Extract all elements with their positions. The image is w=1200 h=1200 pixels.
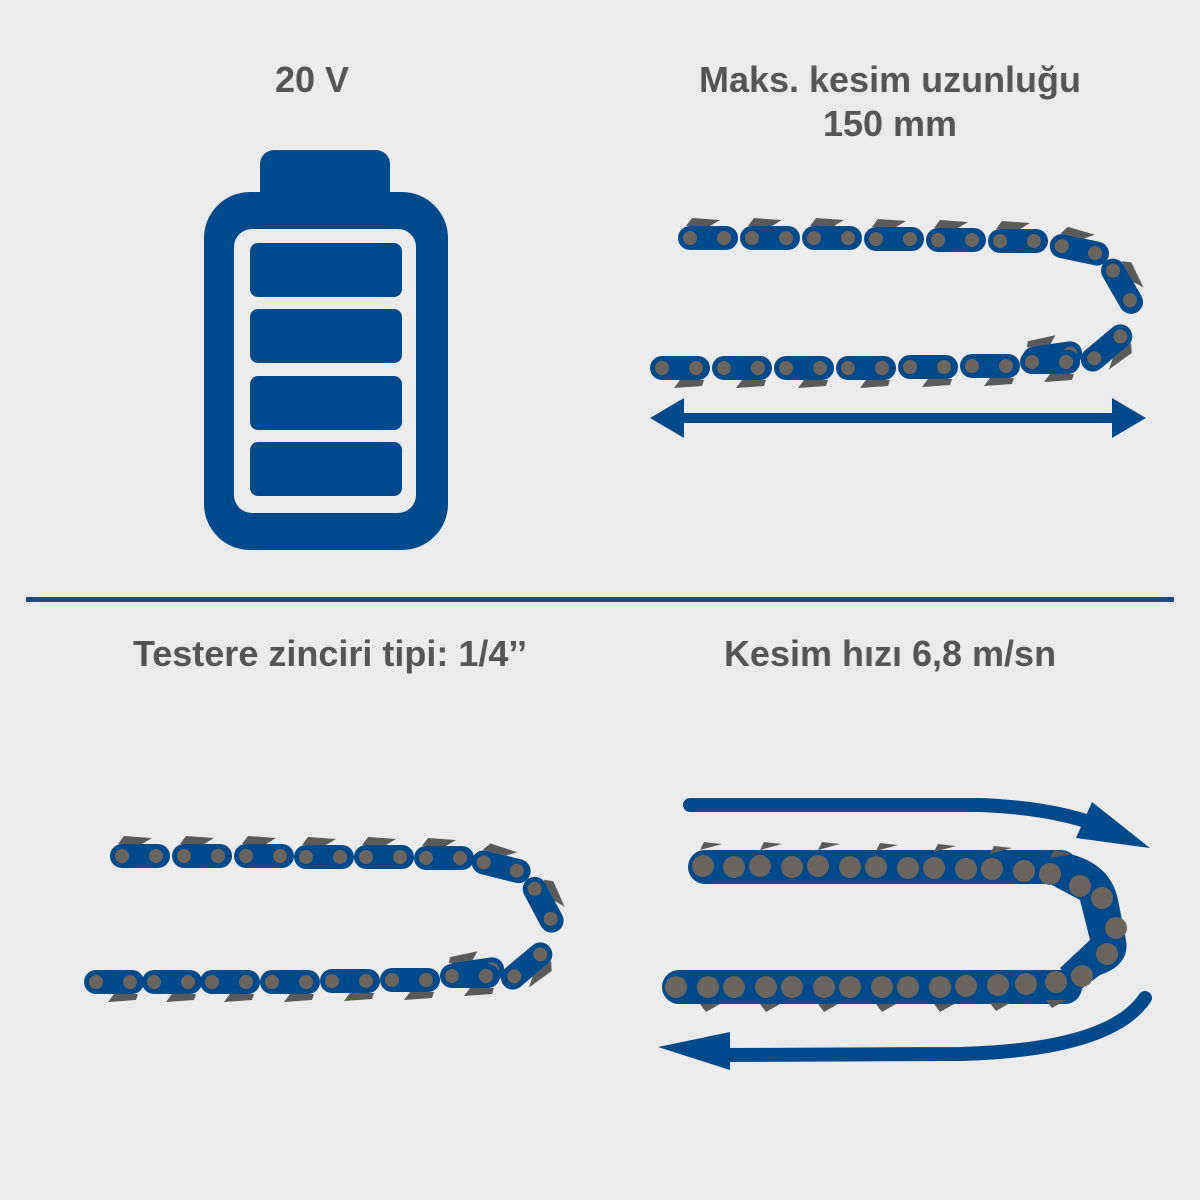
chain-type-label: Testere zinciri tipi: 1/4’’ bbox=[132, 633, 528, 674]
chain-rotation-arrows-icon bbox=[658, 798, 1152, 1070]
cut-length-label: Maks. kesim uzunluğu 150 mm bbox=[660, 58, 1120, 146]
cut-speed-label: Kesim hızı 6,8 m/sn bbox=[723, 633, 1057, 674]
cut-length-title: Maks. kesim uzunluğu bbox=[698, 59, 1082, 100]
chain-icon-top bbox=[650, 218, 1155, 388]
cut-length-value: 150 mm bbox=[822, 103, 958, 144]
saw-chain-icon bbox=[84, 836, 575, 1002]
section-divider bbox=[26, 597, 1174, 602]
voltage-label: 20 V bbox=[274, 59, 350, 100]
double-arrow-icon bbox=[650, 398, 1146, 438]
battery-full-icon bbox=[204, 150, 448, 550]
